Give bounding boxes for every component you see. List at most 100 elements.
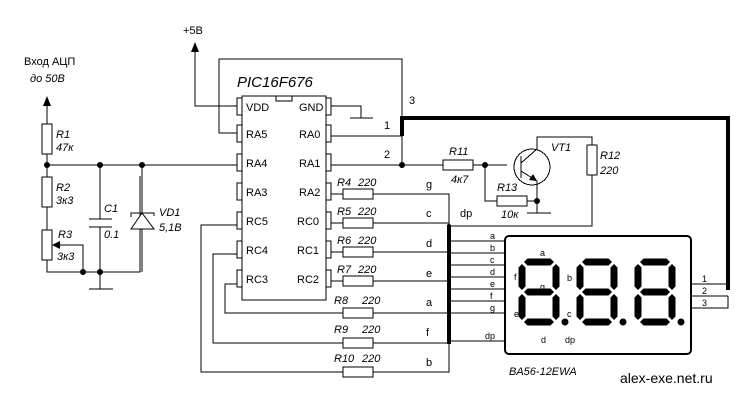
bus-lines — [449, 240, 505, 342]
pin-ra5: RA5 — [246, 129, 267, 141]
net-label-3: 3 — [409, 95, 415, 107]
net-label-2: 2 — [384, 149, 390, 161]
r5-value: 220 — [357, 206, 377, 218]
seg-label-e: e — [514, 309, 519, 319]
r13-value: 10к — [501, 209, 519, 221]
r3-value: 3к3 — [57, 251, 75, 263]
wiper-arrow-icon — [52, 241, 60, 249]
net-a: a — [426, 297, 433, 309]
mcu-body — [241, 95, 327, 301]
digit-3-segment-a — [640, 258, 670, 266]
vt1-collector — [520, 136, 593, 164]
wire-r10 — [200, 224, 450, 373]
watermark: alex-exe.net.ru — [620, 370, 713, 386]
digit-3-segment-g — [640, 288, 670, 296]
digit-1-segment-g — [524, 288, 554, 296]
net-label-1: 1 — [384, 120, 390, 132]
resistor-r6 — [342, 246, 374, 258]
pin-ra4: RA4 — [246, 158, 267, 170]
input-arrow-icon — [43, 96, 51, 106]
pin-gnd: GND — [299, 102, 324, 114]
supply-5v: +5В — [183, 25, 237, 107]
digit-3-segment-e — [634, 294, 642, 320]
r9-ref: R9 — [334, 324, 348, 336]
junction — [44, 162, 50, 168]
supply-label: +5В — [183, 25, 203, 37]
input-range: до 50В — [30, 73, 65, 85]
feed-c: c — [490, 255, 495, 265]
seg-label-f: f — [514, 272, 517, 282]
digit-1-segment-e — [518, 294, 526, 320]
digit-2-segment-a — [582, 258, 612, 266]
zener-bar — [130, 212, 155, 217]
digit-3-segment-dp — [677, 318, 685, 326]
vd1-ref: VD1 — [159, 207, 180, 219]
seg-label-a: a — [540, 248, 545, 258]
wire-wiper — [60, 244, 84, 272]
display-part-number: BA56-12EWA — [509, 366, 577, 378]
net-f: f — [426, 327, 430, 339]
r3-ref: R3 — [58, 229, 73, 241]
digit-2-segment-dp — [619, 318, 627, 326]
net-e: e — [426, 268, 432, 280]
c1-plates — [89, 218, 112, 228]
pin-rc0: RC0 — [297, 216, 319, 228]
r6-value: 220 — [357, 235, 377, 247]
feed-d: d — [490, 267, 495, 277]
vd1-value: 5,1В — [159, 222, 182, 234]
seg-label-c: c — [567, 309, 572, 319]
vt1-ref: VT1 — [551, 142, 571, 154]
resistor-r7 — [342, 275, 374, 287]
resistor-r13: R13 10к — [496, 182, 528, 221]
r1-ref: R1 — [56, 129, 70, 141]
resistor-r8 — [342, 307, 374, 319]
digit-1-segment-b — [552, 264, 560, 290]
r13-ref: R13 — [497, 182, 518, 194]
pin-ra3: RA3 — [246, 187, 267, 199]
r1-value: 47к — [56, 142, 74, 154]
display-ba56-12ewa: a f b g e c d dp BA56-12EWA — [504, 235, 692, 378]
r11-value: 4к7 — [451, 174, 469, 186]
wire-gnd — [331, 105, 362, 118]
pin-rc5: RC5 — [246, 216, 268, 228]
resistor-r11: R11 4к7 — [442, 146, 474, 186]
digit-pin-2: 2 — [702, 286, 707, 296]
r2-value: 3к3 — [56, 195, 74, 207]
digit-1-segment-c — [552, 294, 560, 320]
vt1-body — [513, 148, 551, 186]
junction — [447, 224, 451, 228]
r8-ref: R8 — [334, 295, 349, 307]
wire-r4 — [331, 193, 450, 225]
wire-vdd — [194, 52, 237, 107]
r10-ref: R10 — [334, 353, 355, 365]
digit-1-segment-d — [524, 318, 554, 326]
pin-ra1: RA1 — [299, 158, 320, 170]
digit-pin-1: 1 — [702, 274, 707, 284]
digit-2-segment-c — [610, 294, 618, 320]
seg-label-b: b — [567, 273, 572, 283]
digit-2-segment-f — [576, 264, 584, 290]
capacitor-c1: C1 0.1 — [89, 165, 119, 289]
zener-vd1: VD1 5,1В — [130, 165, 182, 272]
digit-2-segment-d — [582, 318, 612, 326]
resistor-r2: R2 3к3 — [41, 176, 74, 208]
digit-2-segment-b — [610, 264, 618, 290]
pin-rc2: RC2 — [297, 274, 319, 286]
digit-lines — [691, 283, 729, 309]
r8-value: 220 — [361, 295, 381, 307]
resistor-r1: R1 47к — [41, 123, 74, 155]
resistor-r12: R12 220 — [586, 144, 620, 177]
digit-1-segment-dp — [561, 318, 569, 326]
display-feed-lines: a b c d e f g dp — [449, 231, 505, 342]
net-d: d — [426, 238, 432, 250]
net-b: b — [426, 357, 432, 369]
display-digits — [518, 258, 685, 326]
transistor-vt1: VT1 — [513, 136, 593, 213]
adc-input: Вход АЦП до 50В — [24, 56, 75, 106]
pin-rc4: RC4 — [246, 245, 268, 257]
digit-3-segment-c — [668, 294, 676, 320]
resistor-r4 — [342, 188, 374, 200]
net-dp: dp — [460, 208, 472, 220]
pin-rc3: RC3 — [246, 274, 268, 286]
digit-3-segment-f — [634, 264, 642, 290]
